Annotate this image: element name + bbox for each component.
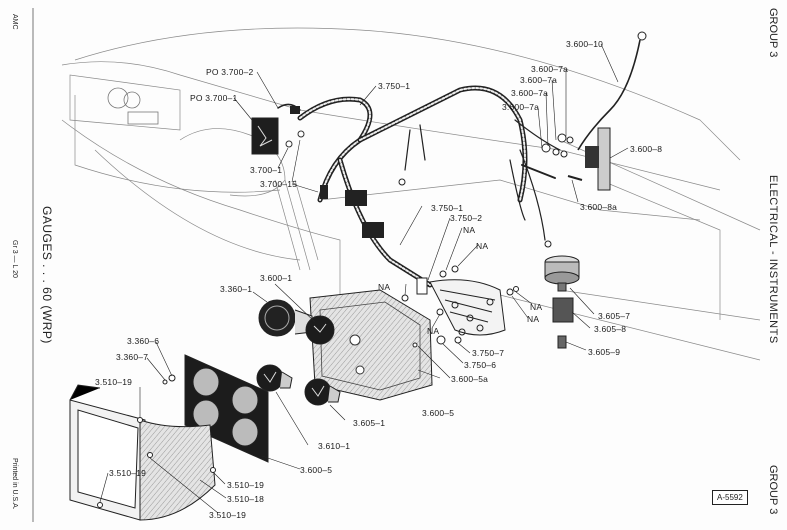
callout-3360-7: 3.360–7 bbox=[116, 352, 149, 362]
callout-na-5: NA bbox=[530, 302, 543, 312]
oil-pressure-sender bbox=[544, 255, 580, 349]
callout-3605-7: 3.605–7 bbox=[598, 311, 631, 321]
dashboard-outline bbox=[61, 27, 761, 361]
callout-3600-10: 3.600–10 bbox=[566, 39, 604, 49]
callout-3605-9: 3.605–9 bbox=[588, 347, 621, 357]
flasher-unit bbox=[251, 117, 305, 155]
bracket-3600-8 bbox=[567, 127, 611, 191]
group-label-bottom: GROUP 3 bbox=[767, 465, 779, 515]
gauge-3360-1 bbox=[258, 299, 313, 337]
callout-3510-19-c: 3.510–19 bbox=[227, 480, 265, 490]
bezel bbox=[69, 384, 216, 521]
page-reference: Gr 3 — L 20 bbox=[11, 240, 18, 278]
harness-connectors bbox=[290, 106, 384, 238]
callout-3600-8: 3.600–8 bbox=[630, 144, 663, 154]
callout-3600-7a-4: 3.600–7a bbox=[502, 102, 540, 112]
callout-3750-7: 3.750–7 bbox=[472, 348, 505, 358]
gauge-3610-1 bbox=[256, 364, 293, 392]
callout-3600-7a-3: 3.600–7a bbox=[511, 88, 549, 98]
callout-po-3700-1: PO 3.700–1 bbox=[190, 93, 238, 103]
callout-3600-5-plate: 3.600–5 bbox=[300, 465, 333, 475]
na-nuts bbox=[401, 265, 519, 345]
callout-na-1: NA bbox=[463, 225, 476, 235]
callout-3600-5-housing: 3.600–5 bbox=[422, 408, 455, 418]
callout-na-2: NA bbox=[476, 241, 489, 251]
callout-3610-1: 3.610–1 bbox=[318, 441, 351, 451]
leader-lines bbox=[99, 43, 629, 514]
callout-3700-1: 3.700–1 bbox=[250, 165, 283, 175]
callout-3750-1-mid: 3.750–1 bbox=[431, 203, 464, 213]
radio-opening bbox=[107, 87, 159, 125]
callout-3360-6: 3.360–6 bbox=[127, 336, 160, 346]
callout-3750-6: 3.750–6 bbox=[464, 360, 497, 370]
callout-3600-1: 3.600–1 bbox=[260, 273, 293, 283]
callout-na-3: NA bbox=[378, 282, 391, 292]
callout-3600-5a: 3.600–5a bbox=[451, 374, 489, 384]
callout-3600-7a-1: 3.600–7a bbox=[531, 64, 569, 74]
callout-3750-1-top: 3.750–1 bbox=[378, 81, 411, 91]
callout-3605-1: 3.605–1 bbox=[353, 418, 386, 428]
page-title: GAUGES . . . 60 (WRP) bbox=[40, 206, 54, 344]
callout-na-4: NA bbox=[427, 326, 440, 336]
figure-reference: A-5592 bbox=[712, 490, 748, 505]
callout-3360-1: 3.360–1 bbox=[220, 284, 253, 294]
gauge-3600-1 bbox=[305, 315, 335, 345]
gauge-3605-1 bbox=[304, 378, 341, 406]
publisher-label: AMC bbox=[11, 14, 18, 30]
callout-po-3700-2: PO 3.700–2 bbox=[206, 67, 254, 77]
callout-3510-18: 3.510–18 bbox=[227, 494, 265, 504]
callout-3510-19-b: 3.510–19 bbox=[109, 468, 147, 478]
cluster-face-plate bbox=[162, 354, 269, 463]
printed-circuit bbox=[416, 277, 506, 336]
group-label-top: GROUP 3 bbox=[767, 8, 779, 58]
nuts-3600-7a bbox=[541, 133, 574, 158]
callout-3605-8: 3.605–8 bbox=[594, 324, 627, 334]
screws-3510-19 bbox=[97, 342, 418, 508]
callout-3600-7a-2: 3.600–7a bbox=[520, 75, 558, 85]
ground-strap bbox=[577, 31, 647, 151]
cluster-housing bbox=[309, 289, 433, 401]
printed-label: Printed in U.S.A. bbox=[11, 458, 18, 510]
callout-3600-8a: 3.600–8a bbox=[580, 202, 618, 212]
callout-3510-19-a: 3.510–19 bbox=[95, 377, 133, 387]
section-title: ELECTRICAL - INSTRUMENTS bbox=[767, 175, 779, 344]
callout-3750-2: 3.750–2 bbox=[450, 213, 483, 223]
callout-3510-19-d: 3.510–19 bbox=[209, 510, 247, 520]
callout-3700-15: 3.700–15 bbox=[260, 179, 298, 189]
callout-na-6: NA bbox=[527, 314, 540, 324]
